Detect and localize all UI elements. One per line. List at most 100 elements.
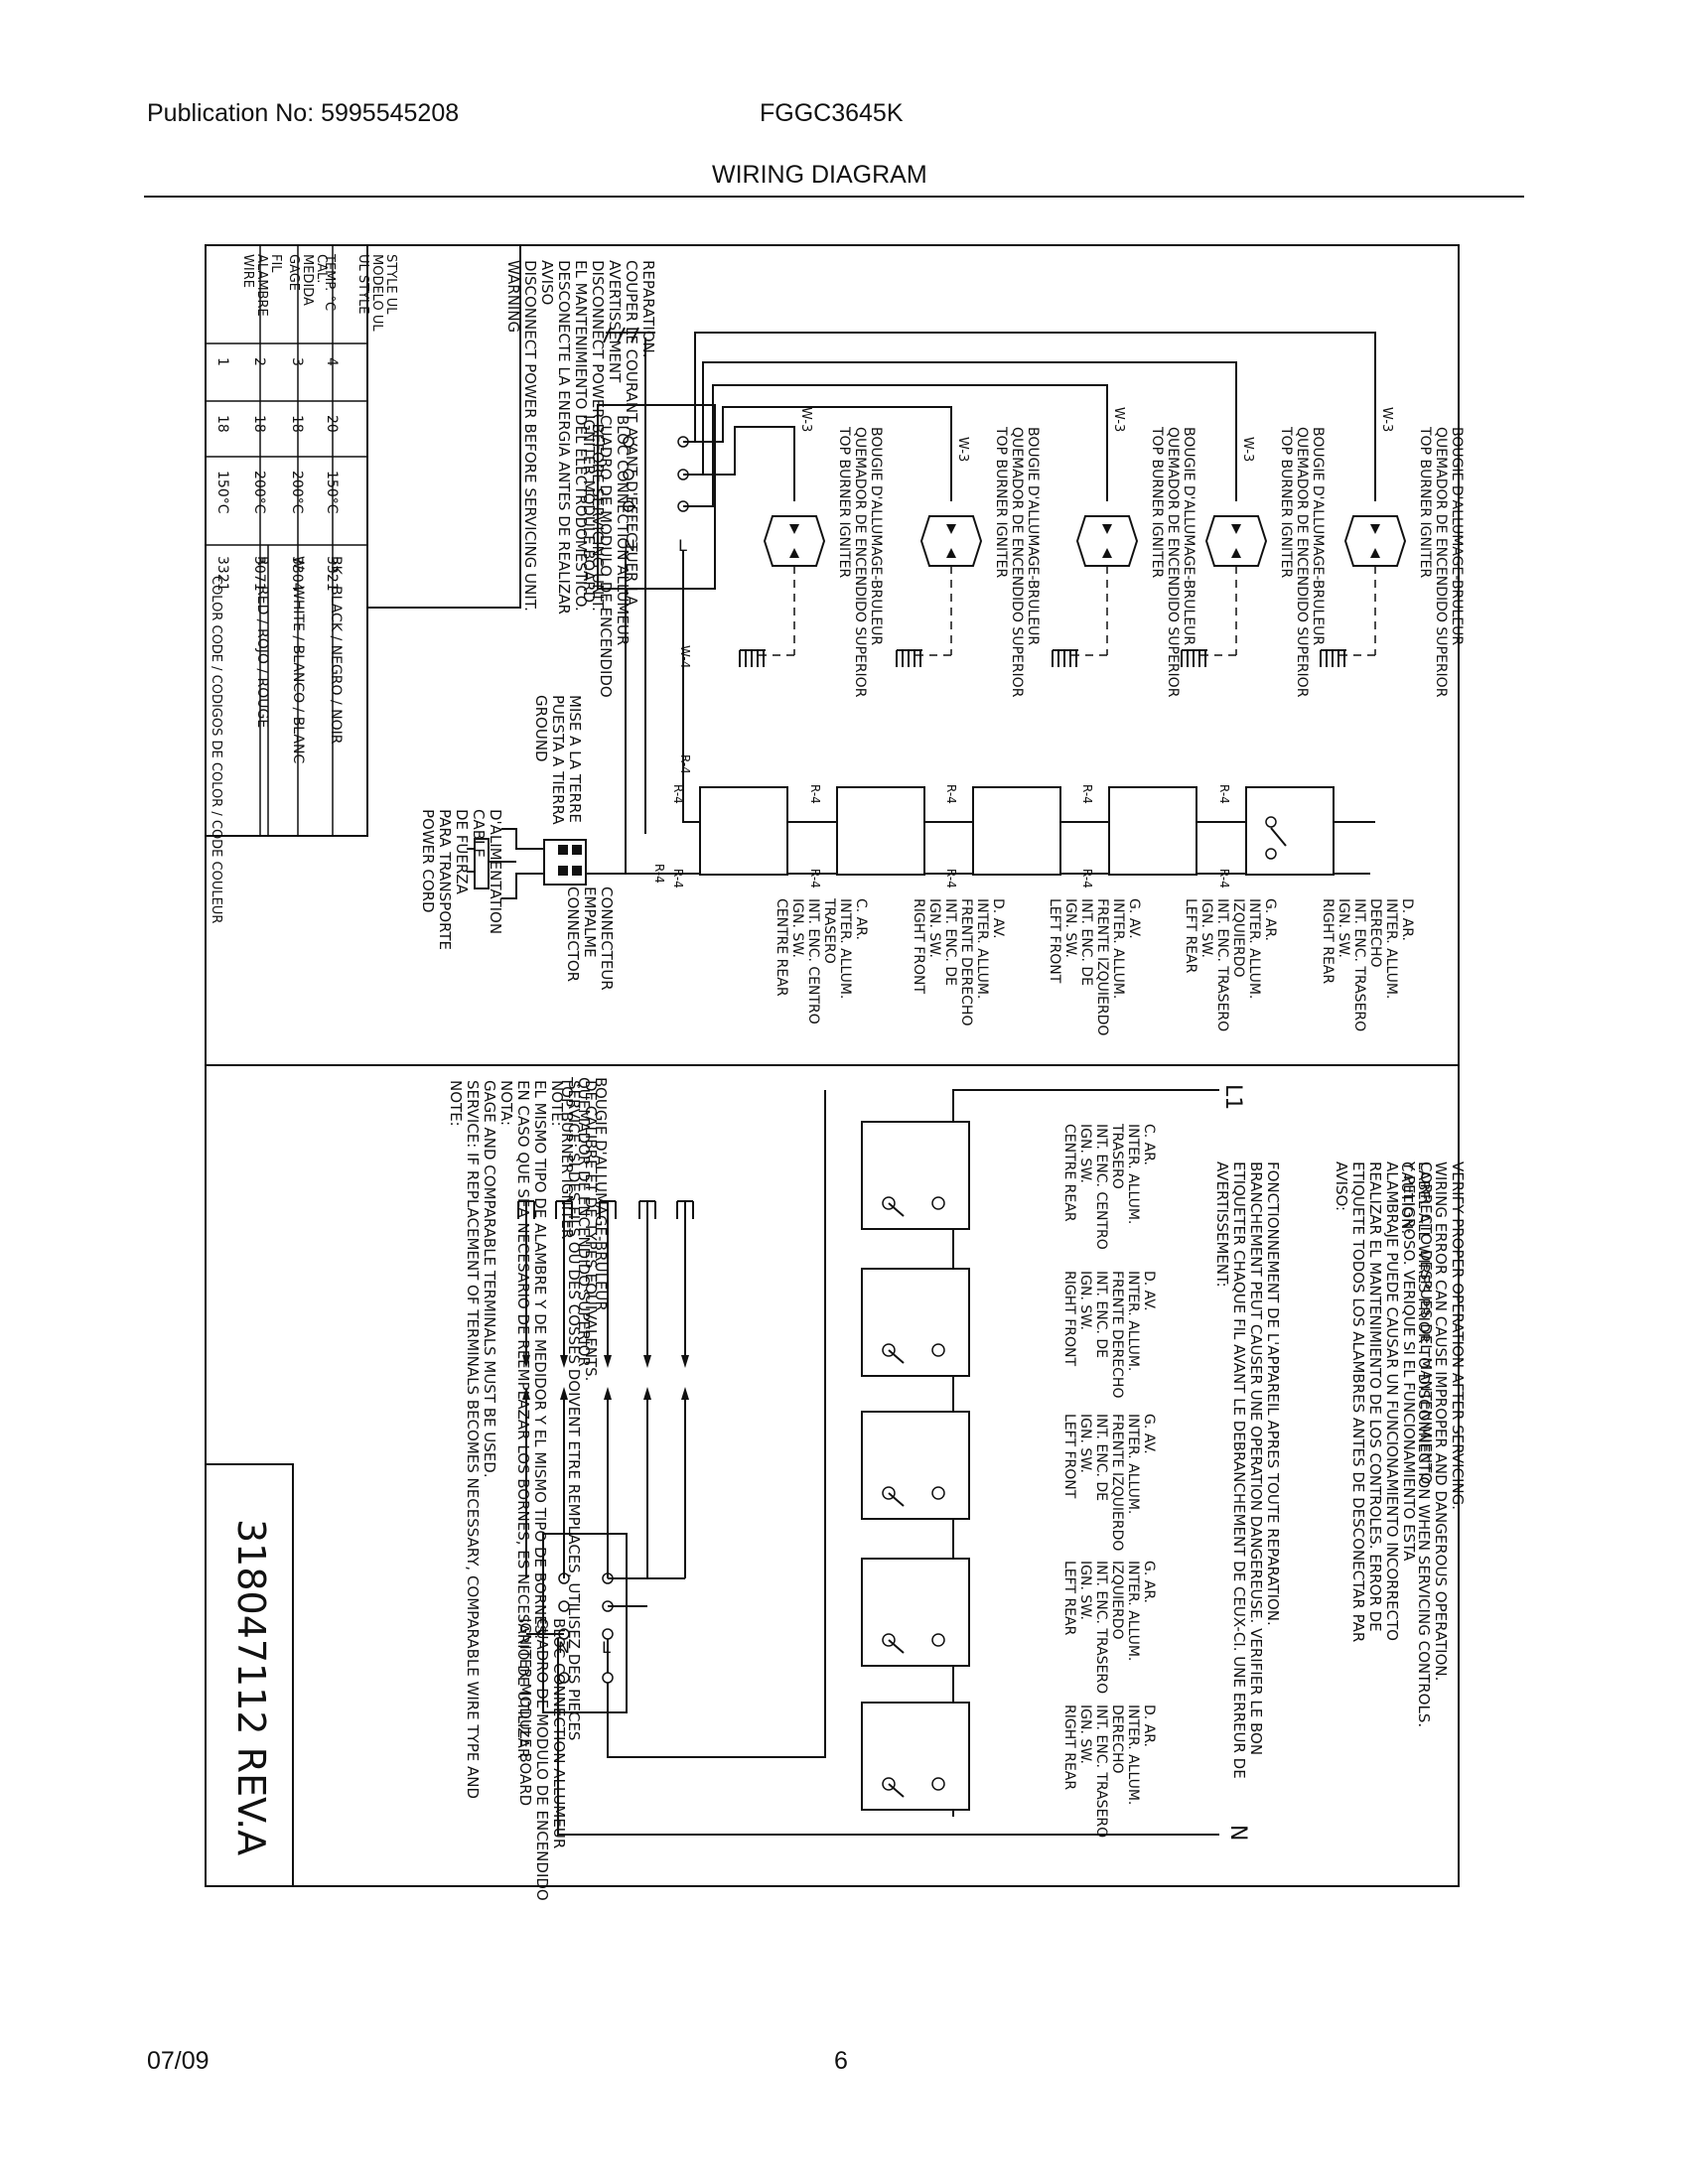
wire-code: R-4 [808, 869, 822, 888]
switch-label: LEFT FRONTIGN. SW.INT. ENC. DEFRENTE IZQ… [1061, 1414, 1157, 1551]
connector-label: CONNECTOREMPALMECONNECTEUR [564, 887, 616, 991]
switch-label: RIGHT REARIGN. SW.INT. ENC. TRASERODEREC… [1061, 1705, 1157, 1838]
wire-code: W-3 [798, 407, 813, 432]
igniter-label: TOP BURNER IGNITERQUEMADOR DE ENCENDIDO … [1417, 426, 1465, 698]
module-pin-n: N [624, 536, 635, 555]
wire-table-cell: 2 [251, 357, 267, 366]
top-burner-igniter: TOP BURNER IGNITERQUEMADOR DE ENCENDIDO … [896, 426, 1041, 698]
switch-label: CENTRE REARIGN. SW.INT. ENC. CENTROTRASE… [1061, 1123, 1157, 1250]
wire-table-cell: 20 [324, 415, 340, 433]
ignition-switch-bottom: LEFT REARIGN. SW.INT. ENC. TRASEROIZQUIE… [861, 1558, 1157, 1694]
color-code-name: RED / ROJO / ROUGE [254, 586, 270, 728]
color-code-abbr: BK [328, 556, 344, 576]
module-pin [558, 1672, 570, 1684]
ignition-switch: LEFT FRONTIGN. SW.INT. ENC. DEFRENTE IZQ… [944, 784, 1142, 1035]
l-feed [607, 1090, 826, 1758]
wire-table-cell: 3071 [251, 556, 267, 592]
ignition-switch-bottom: RIGHT REARIGN. SW.INT. ENC. TRASERODEREC… [861, 1702, 1157, 1838]
switch-label: RIGHT FRONTIGN. SW.INT. ENC. DEFRENTE DE… [1061, 1271, 1157, 1398]
ignition-switch: RIGHT FRONTIGN. SW.INT. ENC. DEFRENTE DE… [808, 784, 1006, 1025]
wire-table-cell: 1 [214, 357, 230, 366]
wire-code: W-4 [678, 645, 692, 668]
switch-label: LEFT FRONTIGN. SW.INT. ENC. DEFRENTE IZQ… [1047, 898, 1142, 1035]
wire-code: R-4 [1080, 869, 1094, 888]
wire-code: R-4 [671, 869, 685, 888]
module-board-label-bottom: IGNITER MODULE BOARDCUADRO DE MODULO DE … [516, 1618, 568, 1901]
line-n-label: N [1225, 1825, 1250, 1841]
switch-label: LEFT REARIGN. SW.INT. ENC. TRASEROIZQUIE… [1183, 898, 1278, 1031]
module-pin-l: L [678, 536, 687, 555]
igniter-module-board-bottom [542, 1533, 628, 1713]
wire-table-cell: 18 [214, 415, 230, 433]
wire-table-header: UL STYLEMODELO ULSTYLE UL [355, 254, 398, 332]
power-cord [467, 828, 544, 899]
top-burner-igniter: TOP BURNER IGNITERQUEMADOR DE ENCENDIDO … [739, 407, 884, 698]
top-burner-igniter: TOP BURNER IGNITERQUEMADOR DE ENCENDIDO … [1181, 426, 1326, 698]
header-rule [144, 196, 1524, 198]
igniter-label: TOP BURNER IGNITERQUEMADOR DE ENCENDIDO … [1149, 426, 1196, 698]
module-pin-n-bottom: N [558, 1638, 570, 1657]
service-note: NOTE:SERVICE: IF REPLACEMENT OF TERMINAL… [447, 1080, 600, 1799]
ground-label: GROUNDPUESTA A TIERRAMISE A LA TERRE [532, 695, 584, 825]
wire-table-header: TEMP. °C [322, 253, 337, 311]
avertissement-block: AVERTISSEMENT:ETIQUETER CHAQUE FIL AVANT… [1213, 1161, 1282, 1779]
wire-table-cell: 3 [289, 357, 305, 366]
igniter-terminal [517, 1200, 535, 1578]
igniter-label: TOP BURNER IGNITERQUEMADOR DE ENCENDIDO … [993, 426, 1041, 698]
igniter-label-bottom: TOP BURNER IGNITERQUEMADOR DE ENCENDIDO … [558, 1076, 610, 1367]
switch-label: RIGHT FRONTIGN. SW.INT. ENC. DEFRENTE DE… [911, 898, 1006, 1025]
ignition-switch-bottom: LEFT FRONTIGN. SW.INT. ENC. DEFRENTE IZQ… [861, 1411, 1157, 1551]
wire-table-cell: 18 [289, 415, 305, 433]
igniter-label: TOP BURNER IGNITERQUEMADOR DE ENCENDIDO … [1278, 426, 1326, 698]
page-number: 6 [834, 2047, 848, 2075]
caution-block: CAUTION:LABEL ALL WIRES PRIOR TO DISCONN… [1398, 1161, 1467, 1727]
switch-label: RIGHT REARIGN. SW.INT. ENC. TRASERODEREC… [1320, 898, 1415, 1031]
wire-table-cell: 200°C [289, 471, 305, 514]
wire-table-cell: 150°C [214, 471, 230, 514]
wire-table-header: WIREALAMBREFIL [240, 254, 283, 317]
module-pin [602, 1628, 614, 1640]
color-code-title: COLOR CODE / CODIGOS DE COLOR / CODE COU… [209, 576, 223, 923]
igniter-wires [629, 332, 1376, 507]
switch-label: CENTRE REARIGN. SW.INT. ENC. CENTROTRASE… [774, 897, 869, 1024]
wire-table-cell: 18 [251, 415, 267, 433]
wire-code: R-4 [944, 869, 958, 888]
wire-code: R-4 [1217, 869, 1231, 888]
wire-table-cell: 3304 [289, 556, 305, 592]
publication-number: Publication No: 5995545208 [147, 99, 460, 127]
ignition-switch-bottom: RIGHT FRONTIGN. SW.INT. ENC. DEFRENTE DE… [861, 1268, 1157, 1398]
wire-code: R-4 [671, 784, 685, 804]
warning-box: WARNINGDISCONNECT POWER BEFORE SERVICING… [366, 244, 657, 614]
wire-code: W-3 [955, 437, 970, 462]
wire-code: W-3 [1240, 437, 1255, 462]
n-bus [557, 1638, 1219, 1836]
top-burner-igniter: TOP BURNER IGNITERQUEMADOR DE ENCENDIDO … [1320, 407, 1465, 698]
color-code-name: WHITE / BLANCO / BLANC [290, 586, 306, 763]
model-number: FGGC3645K [760, 99, 904, 127]
ignition-switch: LEFT REARIGN. SW.INT. ENC. TRASEROIZQUIE… [1080, 784, 1278, 1031]
footer-date: 07/09 [147, 2047, 210, 2075]
igniter-label: TOP BURNER IGNITERQUEMADOR DE ENCENDIDO … [836, 426, 884, 698]
ignition-switch: RIGHT REARIGN. SW.INT. ENC. TRASERODEREC… [1217, 784, 1415, 1031]
wire-table-cell: 3321 [214, 556, 230, 592]
igniter-terminal [676, 1200, 694, 1578]
wire-code: R-4 [652, 864, 666, 884]
color-code-abbr: R [254, 556, 270, 566]
wire-code: W-3 [1379, 407, 1394, 432]
wire-table-cell: 150°C [324, 471, 340, 514]
igniter-terminal [599, 1200, 617, 1578]
color-code-name: BLACK / NEGRO / NOIR [328, 586, 344, 745]
wire-code: R-4 [1080, 784, 1094, 804]
module-pin [602, 1672, 614, 1684]
power-cord-label: POWER CORDPARA TRANSPORTEDE FUERZACABLED… [419, 809, 504, 950]
wire-code: R-4 [678, 754, 692, 774]
wire-code: R-4 [808, 784, 822, 804]
aviso-block: AVISO:ETIQUETE TODOS LOS ALAMBRES ANTES … [1333, 1160, 1435, 1642]
switch-label: LEFT REARIGN. SW.INT. ENC. TRASEROIZQUIE… [1061, 1561, 1157, 1694]
ground-symbol [603, 327, 655, 343]
ignition-switch: CENTRE REARIGN. SW.INT. ENC. CENTROTRASE… [671, 784, 869, 1024]
line-l1-label: L1 [1220, 1084, 1245, 1110]
wire-table-cell: 4 [324, 357, 340, 366]
